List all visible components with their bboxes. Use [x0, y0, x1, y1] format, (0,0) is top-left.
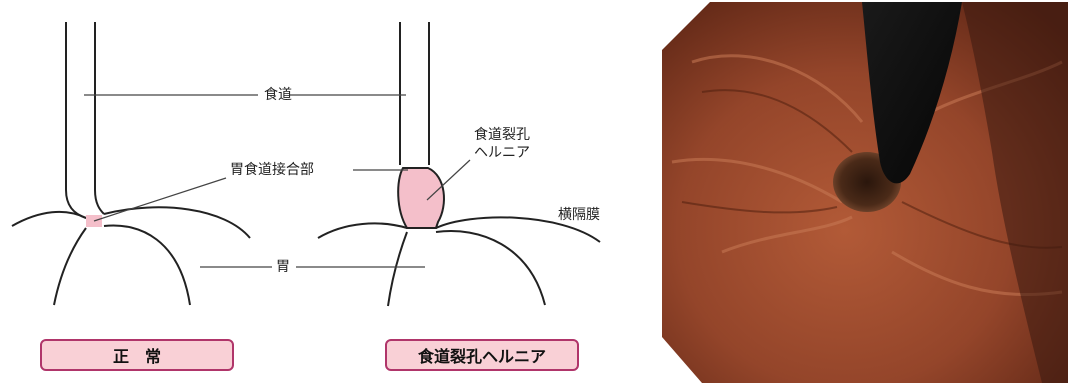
normal-caption: 正 常 [40, 339, 234, 371]
hernia-caption: 食道裂孔ヘルニア [385, 339, 579, 371]
stomach-label: 胃 [276, 259, 290, 275]
normal-stomach-left-wall [54, 228, 86, 305]
gej-leader [94, 178, 226, 221]
hernia-stomach-left-wall [388, 232, 407, 306]
normal-esophagus-right-wall [95, 22, 104, 214]
normal-stomach-right-wall [104, 225, 190, 305]
hernia-diagram: 食道 胃食道接合部 食道裂孔 ヘルニア 横隔膜 胃 正 常 食道裂孔ヘルニア [0, 0, 650, 383]
hernia-diaphragm-left [318, 223, 407, 238]
hernia-sac [398, 168, 444, 228]
normal-esophagus-left-wall [66, 22, 86, 218]
hernia-stomach-right-wall [436, 231, 545, 305]
hernia-label-line2: ヘルニア [474, 145, 530, 161]
diaphragm-label: 横隔膜 [558, 207, 600, 223]
anatomy-drawing [0, 0, 650, 383]
endoscopy-image [662, 2, 1068, 383]
esophagus-label: 食道 [264, 87, 292, 103]
normal-diaphragm-right [104, 207, 250, 238]
hernia-anatomy [318, 22, 600, 306]
gej-label: 胃食道接合部 [230, 162, 314, 178]
hernia-label-line1: 食道裂孔 [474, 127, 530, 143]
normal-diaphragm-left [12, 212, 86, 226]
endoscopy-view [662, 2, 1068, 383]
normal-anatomy [12, 22, 250, 305]
